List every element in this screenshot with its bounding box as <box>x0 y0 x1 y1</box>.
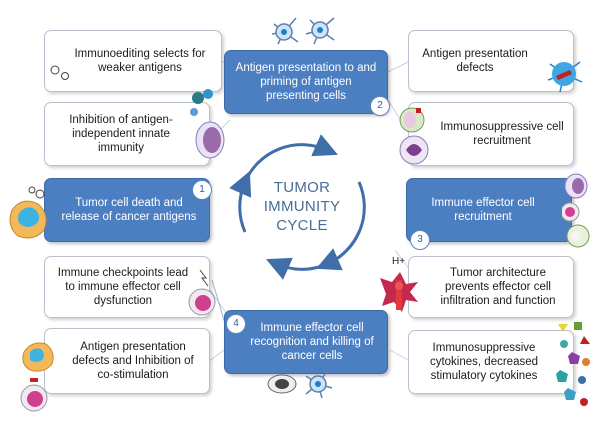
obstacle-tumor-architecture-text: Tumor architecture prevents effector cel… <box>440 267 556 307</box>
obstacle-costimulation-text: Antigen presentation defects and Inhibit… <box>72 341 194 381</box>
cycle-ring <box>229 134 366 280</box>
antigen-dots-icon <box>50 65 69 80</box>
nk-cell-icon <box>190 89 225 159</box>
obstacle-tumor-architecture: Tumor architecture prevents effector cel… <box>408 256 574 318</box>
step-1-box: Tumor cell death and release of cancer a… <box>44 178 210 242</box>
step-1-number: 1 <box>192 180 212 200</box>
obstacle-innate-immunity: Inhibition of antigen-independent innate… <box>44 102 210 166</box>
suppressive-cells-icon <box>399 107 429 165</box>
step-2-box: Antigen presentation to and priming of a… <box>224 50 388 114</box>
step-4-text: Immune effector cell recognition and kil… <box>250 322 374 362</box>
cycle-title-line-2: IMMUNITY <box>263 198 341 215</box>
obstacle-cytokines-text: Immunosuppressive cytokines, decreased s… <box>429 342 539 382</box>
obstacle-suppressive-recruitment: Immunosuppressive cell recruitment <box>408 102 574 166</box>
effector-cells-icon <box>562 173 590 248</box>
obstacle-costimulation: Antigen presentation defects and Inhibit… <box>44 328 210 394</box>
exhausted-t-cell-icon <box>188 269 216 316</box>
step-3-box: Immune effector cell recruitment <box>406 178 572 242</box>
proton-label: H+ <box>392 256 405 267</box>
cycle-title-line-3: CYCLE <box>276 217 328 234</box>
step-2-number: 2 <box>370 96 390 116</box>
effector-killing-icon <box>267 369 333 399</box>
obstacle-innate-immunity-text: Inhibition of antigen-independent innate… <box>69 114 173 154</box>
step-1-text: Tumor cell death and release of cancer a… <box>61 197 197 223</box>
step-4-number: 4 <box>226 314 246 334</box>
cycle-title-line-1: TUMOR <box>273 179 331 196</box>
step-3-number: 3 <box>410 230 430 250</box>
obstacle-antigen-presentation-defects-text: Antigen presentation defects <box>422 48 528 74</box>
dying-tumor-cell-icon <box>9 186 47 239</box>
step-3-text: Immune effector cell recruitment <box>431 197 535 223</box>
obstacle-suppressive-recruitment-text: Immunosuppressive cell recruitment <box>440 121 564 147</box>
obstacle-antigen-presentation-defects: Antigen presentation defects <box>408 30 574 92</box>
tumor-vasculature-icon: H+ <box>380 256 418 312</box>
obstacle-immune-checkpoints-text: Immune checkpoints lead to immune effect… <box>57 267 189 307</box>
obstacle-immunoediting-text: Immunoediting selects for weaker antigen… <box>74 48 206 74</box>
obstacle-cytokines: Immunosuppressive cytokines, decreased s… <box>408 330 574 394</box>
step-2-text: Antigen presentation to and priming of a… <box>235 62 377 102</box>
dendritic-cells-icon <box>271 17 335 45</box>
apc-cells-icon <box>20 342 54 412</box>
step-4-box: Immune effector cell recognition and kil… <box>224 310 388 374</box>
obstacle-immunoediting: Immunoediting selects for weaker antigen… <box>44 30 222 92</box>
obstacle-immune-checkpoints: Immune checkpoints lead to immune effect… <box>44 256 210 318</box>
cytokines-icon <box>556 322 590 406</box>
cycle-title: TUMOR IMMUNITY CYCLE <box>240 178 364 235</box>
antigen-defect-cell-icon <box>547 61 583 93</box>
